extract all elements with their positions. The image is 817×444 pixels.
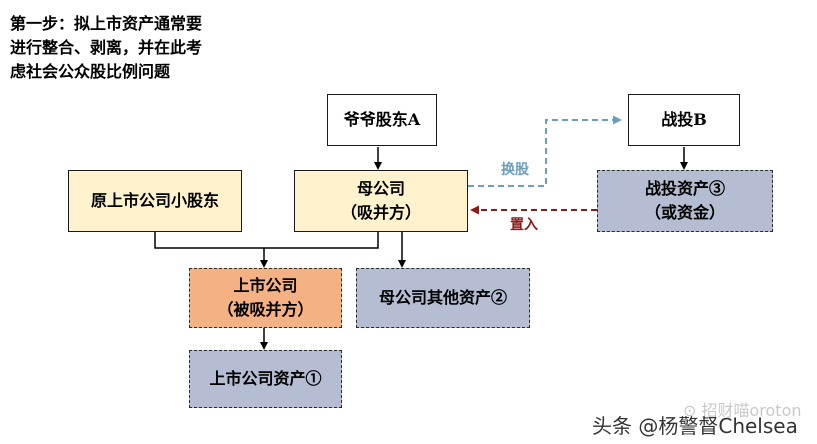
swap-label: 换股 [501, 162, 529, 178]
node-listed-line-2: （被吸并方） [217, 300, 314, 319]
node-strategic-assets-line-1: 战投资产③ [644, 179, 725, 198]
node-listed-line-1: 上市公司 [233, 276, 298, 295]
heading-line-2: 进行整合、剥离，并在此考 [10, 38, 203, 57]
node-grandpa-label: 爷爷股东A [343, 110, 421, 129]
node-strategic-investor-b: 战投B [628, 94, 740, 146]
watermark-platform: 头条 @杨警督Chelsea [592, 414, 798, 438]
node-parent-other-assets-label: 母公司其他资产② [378, 288, 507, 307]
node-listed-company-assets: 上市公司资产① [189, 350, 342, 408]
node-grandpa-shareholder-a: 爷爷股东A [327, 94, 437, 146]
node-strategic-assets-line-2: （或资金） [644, 203, 725, 222]
node-listed-assets-label: 上市公司资产① [209, 369, 322, 388]
node-parent-company: 母公司 （吸并方） [294, 170, 468, 232]
wechat-icon: ⊙ [683, 401, 702, 420]
node-parent-line-1: 母公司 [356, 179, 405, 198]
heading-line-1: 第一步：拟上市资产通常要 [10, 14, 203, 33]
node-listed-company: 上市公司 （被吸并方） [189, 268, 342, 328]
node-minority-label: 原上市公司小股东 [90, 191, 219, 210]
watermark-qr: ⊙ 招财喵oroton [683, 397, 802, 421]
node-strategic-b-label: 战投B [661, 110, 707, 129]
node-strategic-assets: 战投资产③ （或资金） [597, 170, 773, 232]
connector-merge-to-listed [154, 232, 379, 249]
node-original-minority-shareholders: 原上市公司小股东 [68, 170, 242, 232]
heading-line-3: 虑社会公众股比例问题 [10, 62, 171, 81]
node-parent-other-assets: 母公司其他资产② [356, 268, 530, 328]
inject-label: 置入 [510, 217, 538, 233]
step-heading: 第一步：拟上市资产通常要 进行整合、剥离，并在此考 虑社会公众股比例问题 [10, 12, 270, 84]
watermark-qr-text: 招财喵oroton [701, 401, 802, 420]
swap-arrow [468, 115, 622, 187]
node-parent-line-2: （吸并方） [340, 203, 421, 222]
